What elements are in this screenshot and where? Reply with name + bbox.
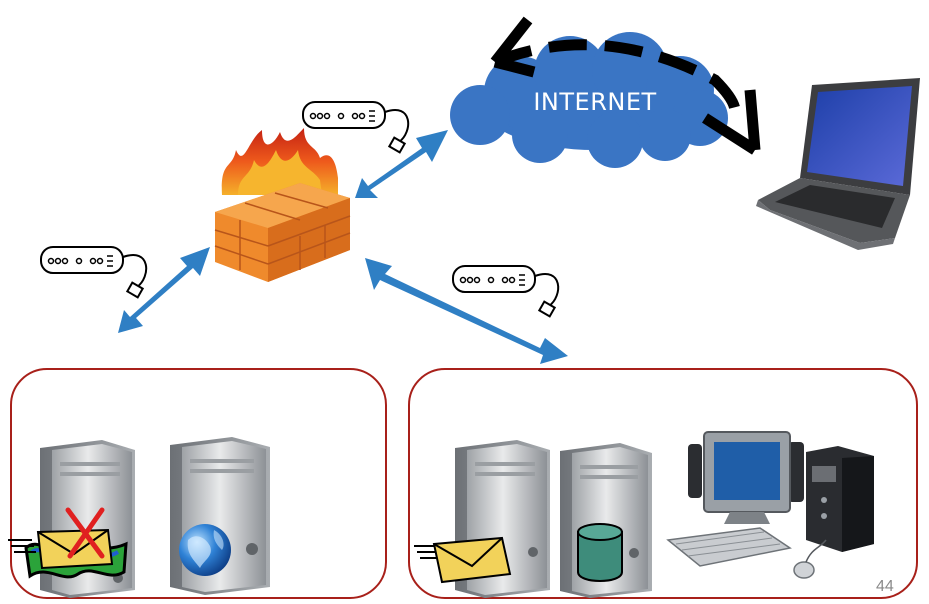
database-icon — [577, 523, 623, 582]
modem-icon — [40, 246, 148, 299]
modem-icon — [302, 101, 410, 154]
globe-icon — [179, 524, 231, 576]
right-zone-border — [408, 368, 918, 599]
left-zone-border — [10, 368, 387, 599]
cloud-icon — [450, 32, 728, 168]
laptop-icon — [756, 78, 920, 250]
internet-label: INTERNET — [533, 88, 657, 116]
envelope-icon — [414, 536, 512, 584]
arrow-firewall-right-zone — [365, 258, 568, 364]
firewall-icon — [214, 128, 351, 282]
modem-icon — [452, 265, 560, 318]
server-icon — [170, 437, 270, 595]
arrow-firewall-left-zone — [118, 247, 210, 333]
page-number: 44 — [876, 578, 894, 595]
arrow-firewall-internet — [355, 130, 448, 198]
envelope-icon — [8, 528, 128, 579]
dashed-connection — [490, 16, 761, 155]
blocked-x-icon — [65, 507, 105, 559]
desktop-computer-icon — [666, 431, 874, 579]
